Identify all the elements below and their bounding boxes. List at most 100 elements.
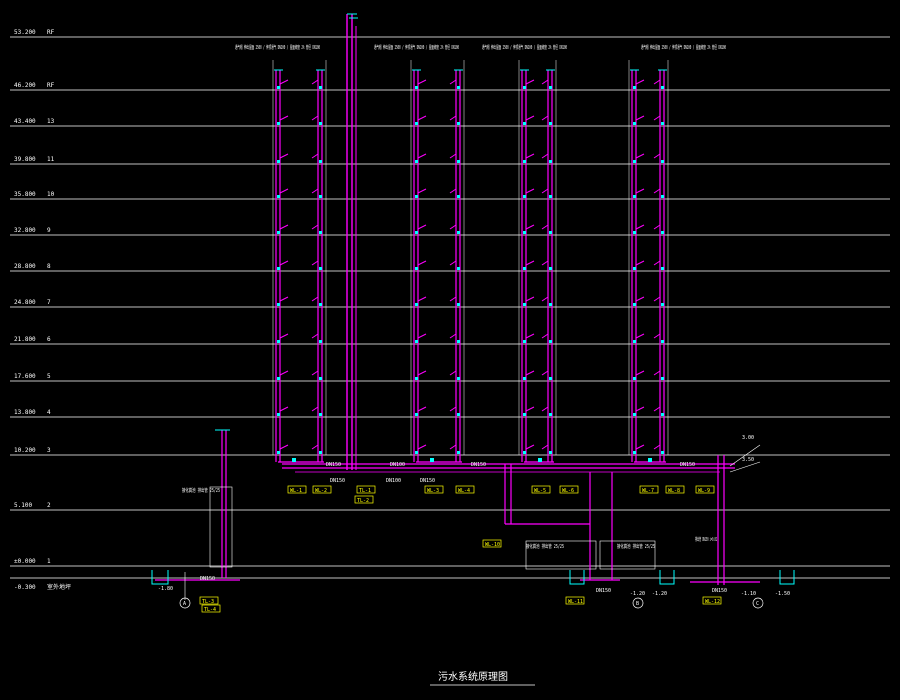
cleanout-fitting — [549, 231, 552, 234]
branch-pipe — [525, 79, 535, 85]
cleanout-fitting — [549, 86, 552, 89]
inspection-well — [569, 570, 585, 585]
branch-pipe — [311, 444, 319, 450]
floor-number: 1 — [47, 558, 51, 565]
pipe-tag: WL-4 — [458, 488, 470, 494]
branch-pipe — [279, 188, 289, 194]
cleanout-fitting — [523, 231, 526, 234]
branch-pipe — [449, 296, 457, 302]
branch-pipe — [417, 260, 427, 266]
branch-pipe — [525, 153, 535, 159]
branch-pipe — [311, 188, 319, 194]
cleanout-fitting — [277, 377, 280, 380]
cleanout-fitting — [319, 451, 322, 454]
pipe-tag-box — [201, 604, 221, 613]
pipe-tag: WL-10 — [485, 542, 500, 548]
branch-pipe — [541, 224, 549, 230]
cleanout-fitting — [661, 267, 664, 270]
stack-note: 通气帽 伸出屋面 2500 / 伸顶通气 DN100 / 屋面坡度 2% 管径 … — [641, 44, 726, 51]
cleanout-fitting — [661, 122, 664, 125]
branch-pipe — [311, 406, 319, 412]
pipe-size: DN150 — [712, 588, 727, 594]
branch-pipe — [653, 444, 661, 450]
branch-pipe — [635, 296, 645, 302]
cleanout-fitting — [277, 86, 280, 89]
pipe-tag: WL-11 — [568, 599, 583, 605]
pipe-tag: TL-2 — [357, 498, 369, 504]
pipe-size: DN150 — [200, 576, 215, 582]
branch-pipe — [311, 370, 319, 376]
cleanout-fitting — [523, 160, 526, 163]
cleanout-fitting — [277, 122, 280, 125]
branch-pipe — [279, 406, 289, 412]
cleanout-fitting — [415, 340, 418, 343]
cleanout-fitting — [415, 377, 418, 380]
cleanout-fitting — [661, 340, 664, 343]
pipe-tag: WL-12 — [705, 599, 720, 605]
cleanout-fitting — [277, 303, 280, 306]
branch-pipe — [311, 296, 319, 302]
level-label: -0.300 — [14, 584, 36, 591]
pipe-tag-box — [559, 485, 579, 494]
cleanout-fitting — [523, 122, 526, 125]
branch-pipe — [653, 188, 661, 194]
axis-marker: B — [636, 601, 639, 607]
branch-pipe — [653, 333, 661, 339]
pipe-tag-box — [482, 539, 502, 548]
cleanout-fitting — [549, 413, 552, 416]
branch-pipe — [417, 333, 427, 339]
pipe-tag-box — [312, 485, 332, 494]
cleanout-fitting — [457, 340, 460, 343]
drain-stacks — [272, 60, 669, 463]
pipe-tag-box — [531, 485, 551, 494]
branch-pipe — [653, 406, 661, 412]
cleanout-fitting — [319, 160, 322, 163]
cleanout-fitting — [661, 377, 664, 380]
floor-number: 9 — [47, 227, 51, 234]
cleanout-fitting — [277, 195, 280, 198]
pipe-tag: WL-9 — [698, 488, 710, 494]
branch-pipe — [541, 444, 549, 450]
pipe-tag-box — [354, 495, 374, 504]
outlet-elevation: -1.50 — [775, 591, 790, 597]
floor-number: 4 — [47, 409, 51, 416]
side-note: 排出管 DN150 i=0.02 — [695, 536, 717, 543]
branch-pipe — [653, 115, 661, 121]
cleanout-fitting — [633, 377, 636, 380]
pipe-size: DN150 — [330, 478, 345, 484]
branch-pipe — [417, 188, 427, 194]
cleanout-fitting — [633, 231, 636, 234]
drawing-title: 污水系统原理图 — [438, 670, 508, 683]
branch-pipe — [525, 296, 535, 302]
floor-number: 3 — [47, 447, 51, 454]
cleanout-fitting — [319, 303, 322, 306]
branch-pipe — [541, 188, 549, 194]
branch-pipe — [653, 153, 661, 159]
level-label: 53.200 — [14, 29, 36, 36]
branch-pipe — [417, 224, 427, 230]
axis-marker-circle — [752, 597, 764, 609]
inspection-well — [659, 570, 675, 585]
pipe-size: DN150 — [680, 462, 695, 468]
branch-pipe — [525, 444, 535, 450]
cleanout-fitting — [415, 451, 418, 454]
level-label: 39.800 — [14, 156, 36, 163]
cleanout-fitting — [457, 451, 460, 454]
branch-pipe — [541, 79, 549, 85]
pipe-tag: WL-8 — [668, 488, 680, 494]
level-label: 21.800 — [14, 336, 36, 343]
cleanout-fitting — [415, 160, 418, 163]
level-label: 32.800 — [14, 227, 36, 234]
floor-number: RF — [47, 29, 55, 36]
cleanout-fitting — [277, 160, 280, 163]
pipe-tag-box — [287, 485, 307, 494]
cleanout-fitting — [549, 195, 552, 198]
cleanout-fitting — [457, 413, 460, 416]
floor-number: 13 — [47, 118, 55, 125]
cleanout-fitting — [549, 303, 552, 306]
cleanout-fitting — [549, 267, 552, 270]
side-notes: 接化粪池 排出管 25/25 接化粪池 排出管 25/25 接化粪池 排出管 2… — [182, 487, 717, 550]
branch-pipe — [541, 115, 549, 121]
pipe-tag: WL-1 — [290, 488, 302, 494]
stack-frame — [209, 486, 233, 568]
